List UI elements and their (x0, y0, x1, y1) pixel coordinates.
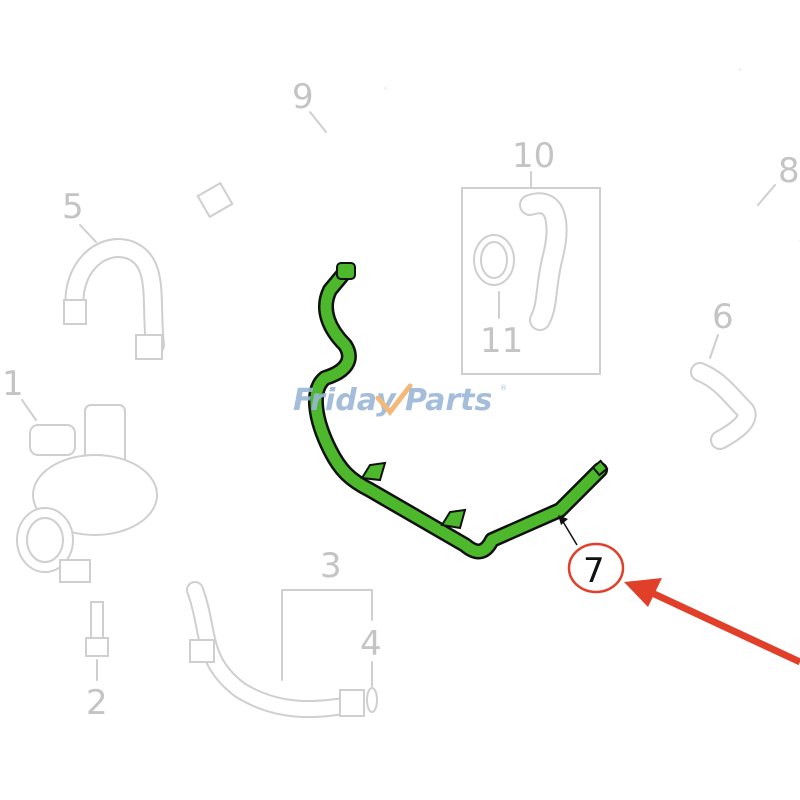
part-8-line[interactable] (693, 69, 800, 242)
leader-7-arrowhead (558, 515, 568, 525)
part-4-oring[interactable] (366, 687, 378, 713)
label-5: 5 (62, 187, 84, 227)
svg-text:®: ® (500, 384, 507, 392)
label-2: 2 (86, 683, 108, 723)
part-10-hose[interactable] (519, 192, 568, 331)
label-4: 4 (360, 624, 382, 664)
part-7-coolant-pipe[interactable] (307, 262, 609, 560)
logo-check-mark (375, 383, 413, 416)
label-6: 6 (712, 297, 734, 337)
label-3: 3 (320, 546, 342, 586)
callout-circle-7 (567, 542, 625, 594)
red-pointer-arrow (648, 588, 800, 666)
leader-3 (281, 589, 373, 681)
part-9-hose[interactable] (196, 80, 387, 219)
part-3-pipe[interactable] (186, 581, 365, 719)
label-1: 1 (2, 364, 24, 404)
part-5-hose[interactable] (63, 238, 165, 360)
leader-7 (561, 519, 578, 546)
label-10: 10 (512, 136, 555, 176)
leader-6 (709, 334, 719, 359)
red-pointer-arrowhead (624, 578, 662, 607)
leader-8 (757, 184, 776, 206)
part-1-thermostat[interactable] (16, 404, 158, 583)
leader-1 (21, 399, 37, 421)
part-2-bolt[interactable] (85, 601, 109, 657)
label-7: 7 (583, 551, 605, 591)
leader-9 (309, 111, 327, 133)
label-9: 9 (292, 77, 314, 117)
part-6-hose[interactable] (690, 362, 757, 450)
leader-5 (79, 224, 97, 243)
svg-text:Parts: Parts (405, 383, 492, 418)
watermark-logo: Friday Parts ® (293, 383, 507, 418)
label-8: 8 (778, 151, 800, 191)
label-11: 11 (480, 321, 523, 361)
